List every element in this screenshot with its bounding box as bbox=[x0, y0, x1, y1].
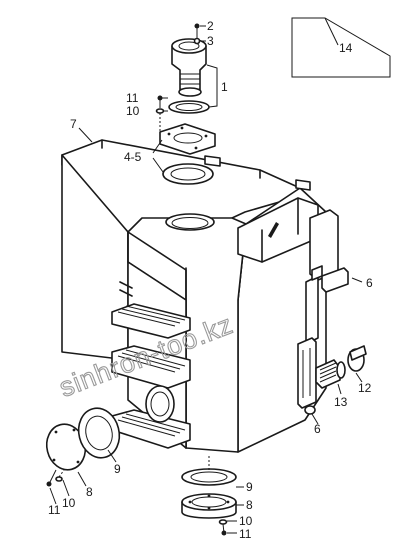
bottom-drain-plate bbox=[181, 456, 237, 536]
filler-strainer bbox=[168, 23, 210, 114]
callout-12: 12 bbox=[358, 381, 372, 395]
callout-1: 1 bbox=[221, 80, 228, 94]
callout-6-lower: 6 bbox=[314, 422, 321, 436]
side-cover bbox=[45, 407, 121, 487]
callout-8-bottom: 8 bbox=[246, 498, 253, 512]
callout-labels: 2 3 14 1 11 10 7 4-5 6 12 13 6 9 10 8 11… bbox=[48, 19, 373, 541]
group-14-bracket bbox=[291, 17, 391, 78]
callout-10-left: 10 bbox=[62, 496, 76, 510]
flange-plate bbox=[155, 95, 216, 185]
steps bbox=[111, 281, 191, 449]
callout-11-bottom: 11 bbox=[239, 527, 252, 541]
callout-10-bottom: 10 bbox=[239, 514, 253, 528]
callout-11-left: 11 bbox=[48, 503, 61, 517]
callout-7: 7 bbox=[70, 117, 77, 131]
breather-assembly bbox=[315, 345, 367, 389]
callout-3: 3 bbox=[207, 34, 214, 48]
callout-11-top: 11 bbox=[126, 91, 139, 105]
callout-13: 13 bbox=[334, 395, 348, 409]
callout-4-5: 4-5 bbox=[124, 150, 142, 164]
side-access-hole bbox=[145, 385, 175, 423]
level-gauge-lower bbox=[297, 337, 317, 415]
callout-10-top: 10 bbox=[126, 104, 140, 118]
callout-9-left: 9 bbox=[114, 462, 121, 476]
leader-lines bbox=[49, 25, 363, 534]
callout-2: 2 bbox=[207, 19, 214, 33]
level-gauge-upper bbox=[305, 209, 349, 345]
callout-6-upper: 6 bbox=[366, 276, 373, 290]
callout-9-bottom: 9 bbox=[246, 480, 253, 494]
callout-8-left: 8 bbox=[86, 485, 93, 499]
callout-14: 14 bbox=[339, 41, 353, 55]
tank-body bbox=[61, 139, 327, 453]
